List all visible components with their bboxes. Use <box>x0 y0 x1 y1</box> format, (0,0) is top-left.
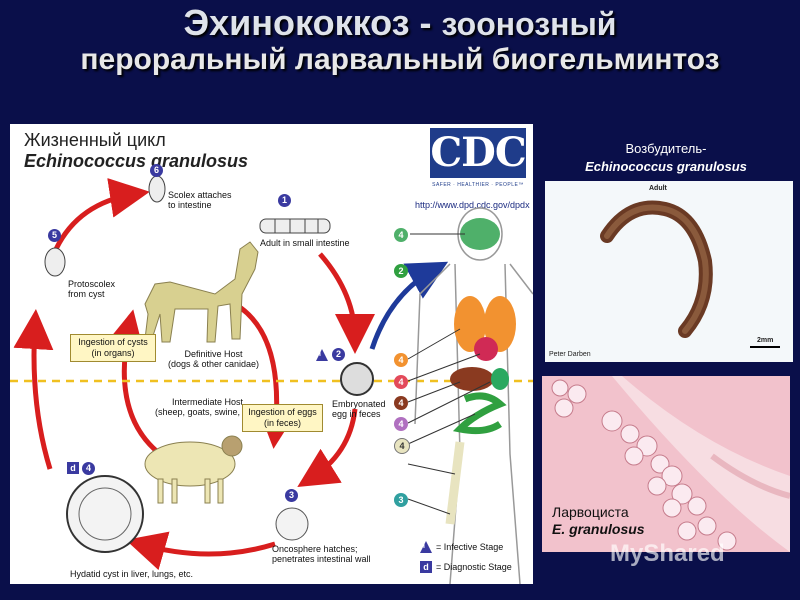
liver-organ <box>450 367 494 391</box>
cycle-drawing <box>10 175 533 584</box>
pathogen-caption: Возбудитель- Echinococcus granulosus <box>540 140 792 175</box>
slide-title: Эхинококкоз - зоонозный пероральный ларв… <box>0 4 800 75</box>
stage-number-5: 5 <box>48 229 61 242</box>
intestine-organ <box>452 392 507 435</box>
stage-number-3: 3 <box>285 489 298 502</box>
title-line-1: Эхинококкоз - зоонозный <box>0 4 800 42</box>
larvocyst-caption-line1: Ларвоциста <box>552 504 629 520</box>
larvocyst-caption-species: E. granulosus <box>552 520 645 537</box>
label-hydatid: Hydatid cyst in liver, lungs, etc. <box>70 569 194 579</box>
bone-figure <box>445 441 465 525</box>
organ-number-liver: 4 <box>394 396 408 410</box>
heart-organ <box>474 337 498 361</box>
kidney-organ <box>491 368 509 390</box>
organ-number-brain: 4 <box>394 228 408 242</box>
oncosphere-figure <box>275 507 309 541</box>
title-sub: зоонозный <box>441 6 617 42</box>
diagram-heading-text: Жизненный цикл <box>24 130 166 150</box>
organ-number-heart: 4 <box>394 375 408 389</box>
diagram-species: Echinococcus granulosus <box>24 151 249 171</box>
cdc-logo: CDC <box>430 128 527 178</box>
pathogen-caption-line1: Возбудитель- <box>625 141 707 156</box>
sheep-figure <box>144 435 243 504</box>
box-ingestion-eggs: Ingestion of eggs (in feces) <box>242 404 323 432</box>
arrow-outer-left <box>13 309 54 470</box>
larvocyst-caption: Ларвоциста E. granulosus <box>552 504 645 538</box>
arrow-outer-right <box>318 252 375 354</box>
legend-diagnostic: = Diagnostic Stage <box>436 562 512 572</box>
adult-worm-image <box>600 200 780 348</box>
legend-infective: = Infective Stage <box>436 542 504 552</box>
organ-number-lung: 4 <box>394 353 408 367</box>
box-ingestion-cysts: Ingestion of cysts (in organs) <box>70 334 156 362</box>
organ-number-kidney: 4 <box>394 417 408 431</box>
stage-number-1: 1 <box>278 194 291 207</box>
organ-number-2: 2 <box>394 264 408 278</box>
pathogen-caption-species: Echinococcus granulosus <box>585 158 747 174</box>
label-oncosphere: Oncosphere hatches; penetrates intestina… <box>272 544 371 565</box>
arrow-to-human <box>369 261 449 350</box>
adult-worm-photo: Adult Peter Darben 2mm <box>545 181 793 362</box>
label-embryonated: Embryonated egg in feces <box>332 399 386 420</box>
organ-number-3: 3 <box>394 493 408 507</box>
larvocyst-photo: Ларвоциста E. granulosus <box>542 376 790 552</box>
label-scolex: Scolex attaches to intestine <box>168 190 232 211</box>
scale-label: 2mm <box>757 337 774 344</box>
label-adult: Adult in small intestine <box>260 238 350 248</box>
brain-organ <box>460 218 500 250</box>
hydatid-cyst-figure <box>66 475 144 553</box>
adult-worm-figure <box>259 218 331 234</box>
legend-diagnostic-icon: d <box>420 561 432 573</box>
egg-figure <box>340 362 374 396</box>
lung-left <box>454 296 486 352</box>
title-line-2: пероральный ларвальный биогельминтоз <box>80 42 720 76</box>
watermark: MyShared <box>610 540 725 567</box>
stage-number-2: 2 <box>332 348 345 361</box>
scolex-figure <box>148 175 166 203</box>
arrow-outer-bottom <box>125 531 276 571</box>
arrow-outer-right-low <box>297 408 358 487</box>
protoscolex-figure <box>44 247 66 277</box>
larvocyst-image <box>551 376 790 552</box>
lung-right <box>484 296 516 352</box>
dog-figure <box>144 241 259 343</box>
label-protoscolex: Protoscolex from cyst <box>68 279 116 300</box>
infective-marker-icon: i <box>316 349 328 361</box>
cdc-tagline: SAFER · HEALTHIER · PEOPLE™ <box>432 182 524 188</box>
life-cycle-diagram: Жизненный цикл Echinococcus granulosus C… <box>10 124 533 584</box>
adult-label: Adult <box>649 185 667 192</box>
title-main: Эхинококкоз - <box>183 2 442 43</box>
cdc-url: http://www.dpd.cdc.gov/dpdx <box>415 200 530 210</box>
stage-number-4: 4 <box>82 462 95 475</box>
diagnostic-marker-icon: d <box>67 462 79 474</box>
organ-lines <box>407 233 491 515</box>
stage-number-6: 6 <box>150 164 163 177</box>
label-definitive-host: Definitive Host (dogs & other canidae) <box>168 349 260 370</box>
organ-number-bone: 4 <box>394 438 410 454</box>
legend-infective-icon: i <box>420 541 432 553</box>
diagram-heading: Жизненный цикл Echinococcus granulosus <box>24 130 248 172</box>
photo-credit: Peter Darben <box>549 351 591 358</box>
